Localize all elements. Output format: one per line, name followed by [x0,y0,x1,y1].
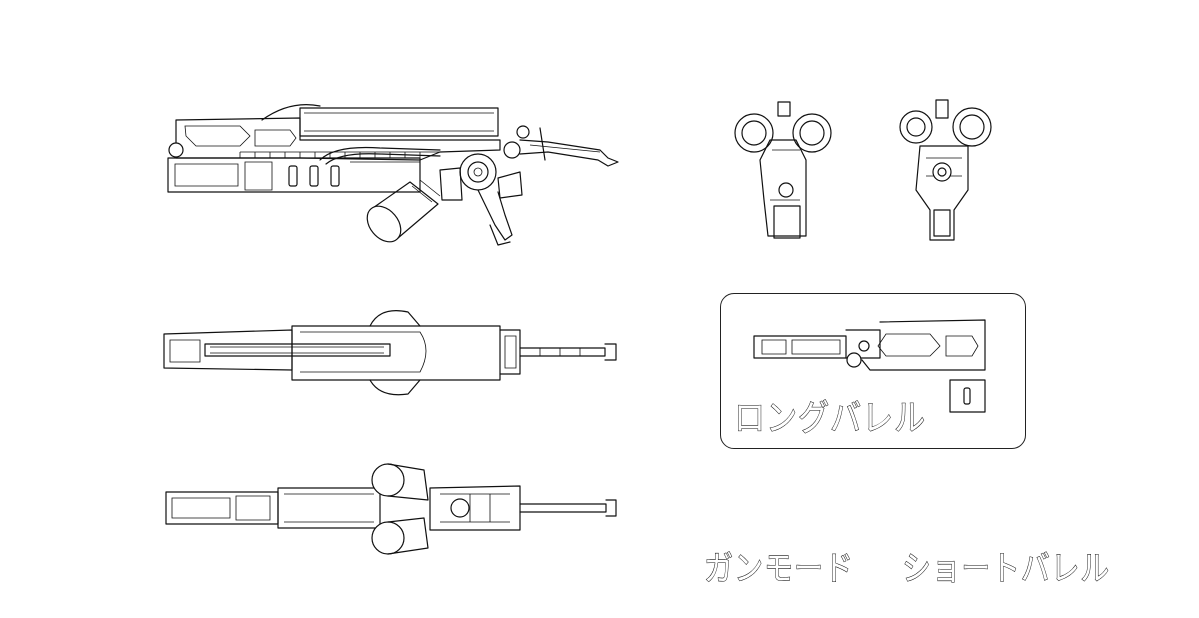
short-barrel-label: ショートバレル [902,549,1110,589]
rear-view [899,99,992,241]
long-barrel-inset-frame [720,293,1026,449]
long-barrel-detail [753,319,986,413]
front-view [734,101,832,239]
top-view [163,310,617,396]
side-view [167,104,619,246]
bottom-view [165,463,617,555]
gun-mode-label: ガンモード [704,549,854,589]
long-barrel-label: ロングバレル [734,398,926,439]
